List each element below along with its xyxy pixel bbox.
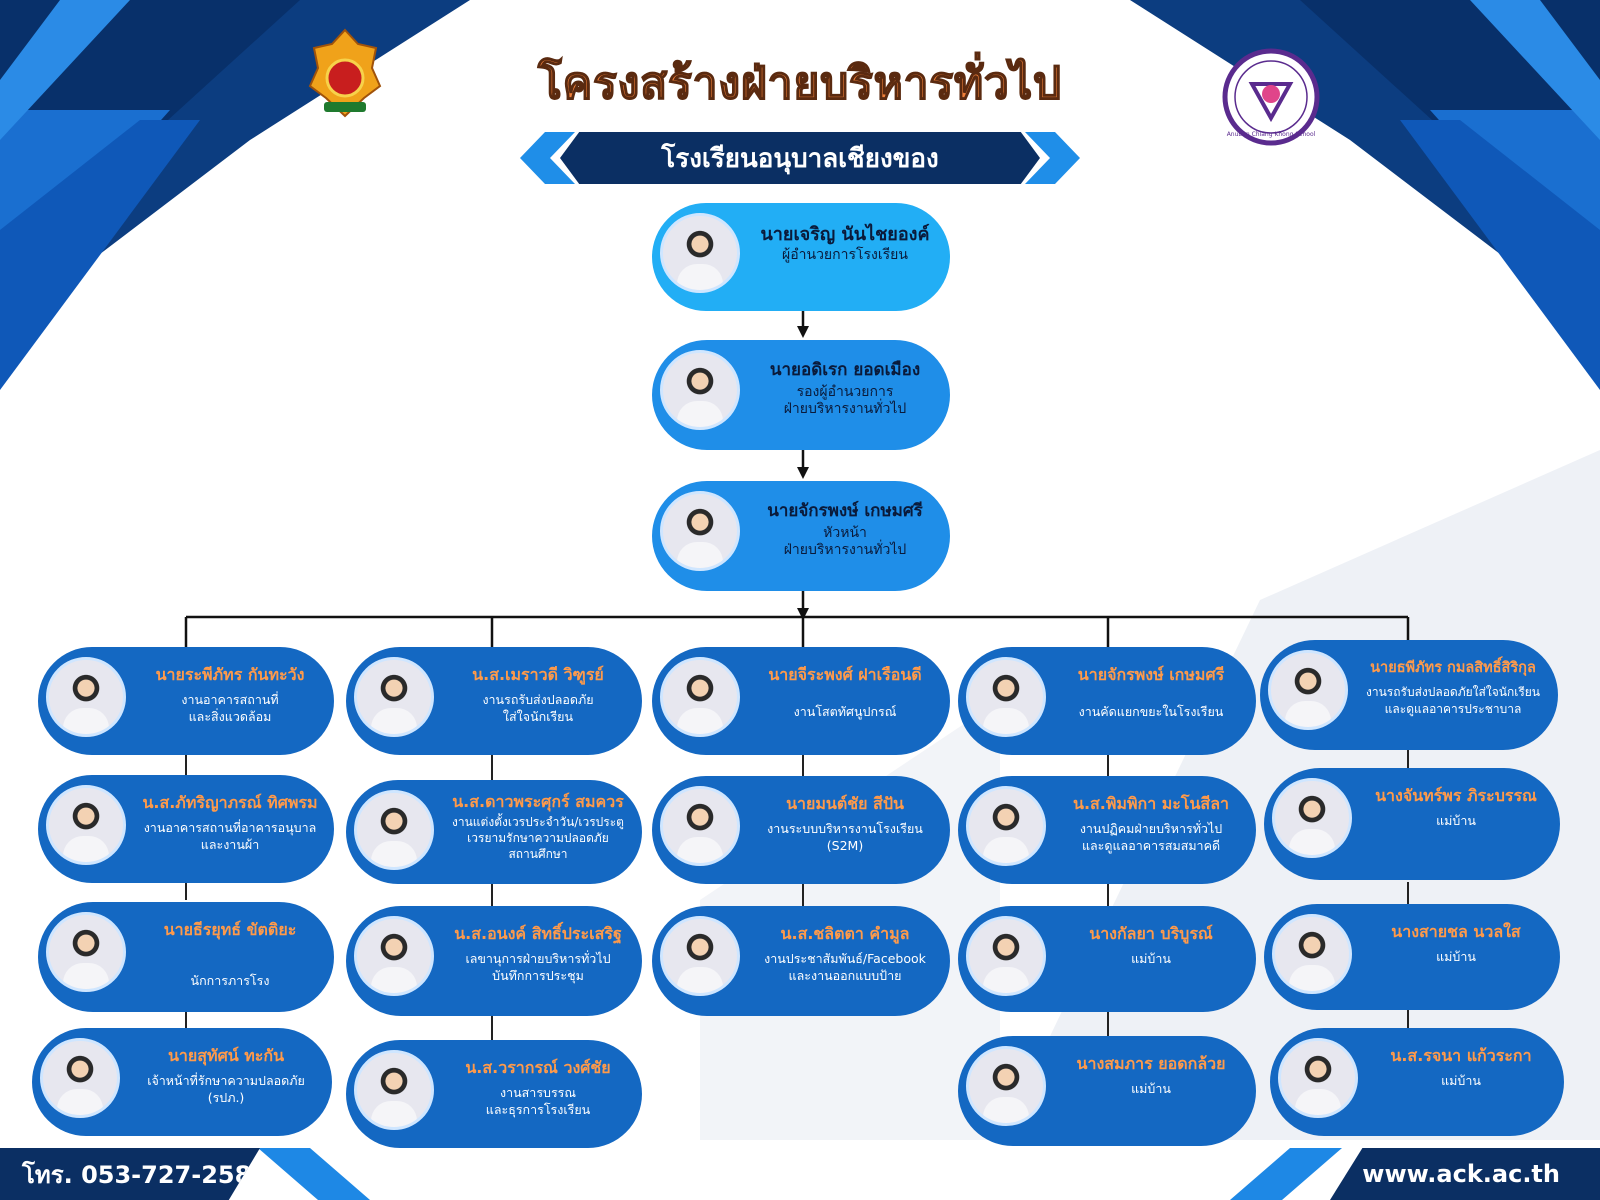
staff-photo (46, 657, 126, 737)
staff-photo (966, 786, 1046, 866)
staff-node: น.ส.วรากรณ์ วงศ์ชัย งานสารบรรณ และธุรการ… (346, 1040, 642, 1148)
person-name: น.ส.เมราวดี วิฑูรย์ (472, 665, 604, 684)
person-name: นายจีระพงศ์ ฝาเรือนดี (768, 665, 922, 684)
person-role: นักการภารโรง (190, 973, 270, 988)
staff-node: นางกัลยา บริบูรณ์ แม่บ้าน (958, 906, 1256, 1012)
staff-photo (966, 657, 1046, 737)
website-url: www.ack.ac.th (1330, 1148, 1600, 1200)
staff-node: น.ส.พิมพิกา มะโนสีลา งานปฏิคมฝ่ายบริหารท… (958, 776, 1256, 884)
staff-photo (46, 785, 126, 865)
staff-photo (966, 1046, 1046, 1126)
phone-number: โทร. 053-727-258 (0, 1148, 260, 1200)
staff-node: นายจีระพงศ์ ฝาเรือนดี งานโสตทัศนูปกรณ์ (652, 647, 950, 755)
deputy-director-node: นายอดิเรก ยอดเมือง รองผู้อำนวยการ ฝ่ายบร… (652, 340, 950, 450)
person-role: หัวหน้า ฝ่ายบริหารงานทั่วไป (783, 525, 907, 558)
department-head-photo (660, 491, 740, 571)
staff-node: น.ส.ดาวพระศุกร์ สมควร งานแต่งตั้งเวรประจ… (346, 780, 642, 884)
person-name: นายสุทัศน์ ทะกัน (167, 1046, 285, 1065)
staff-photo (354, 916, 434, 996)
person-role: งานแต่งตั้งเวรประจำวัน/เวรประตู เวรยามรั… (452, 815, 624, 861)
person-role: งานอาคารสถานที่ และสิ่งแวดล้อม (181, 692, 279, 724)
director-photo (660, 213, 740, 293)
person-name: นายมนต์ชัย สีปัน (786, 794, 904, 813)
staff-node: น.ส.เมราวดี วิฑูรย์ งานรถรับส่งปลอดภัย ใ… (346, 647, 642, 755)
person-name: นางกัลยา บริบูรณ์ (1089, 924, 1213, 943)
staff-node: นางจันทร์พร ภิระบรรณ แม่บ้าน (1264, 768, 1560, 880)
person-role: รองผู้อำนวยการ ฝ่ายบริหารงานทั่วไป (783, 384, 907, 417)
staff-photo (354, 657, 434, 737)
person-name: น.ส.ภัทริญาภรณ์ ทิศพรม (142, 793, 318, 812)
person-role: งานอาคารสถานที่อาคารอนุบาล และงานผ้า (143, 820, 317, 852)
person-role: งานรถรับส่งปลอดภัย ใส่ใจนักเรียน (482, 692, 594, 724)
person-name: นางจันทร์พร ภิระบรรณ (1375, 786, 1537, 805)
staff-photo (1272, 914, 1352, 994)
staff-node: นางสมภาร ยอดกล้วย แม่บ้าน (958, 1036, 1256, 1146)
person-name: นายเจริญ นันไชยองค์ (760, 224, 930, 245)
staff-photo (1272, 778, 1352, 858)
staff-photo (660, 657, 740, 737)
person-role: ผู้อำนวยการโรงเรียน (782, 247, 908, 263)
person-role: งานคัดแยกขยะในโรงเรียน (1078, 704, 1224, 719)
person-name: นายระพีภัทร กันทะวัง (155, 665, 305, 684)
staff-photo (46, 912, 126, 992)
person-name: น.ส.วรากรณ์ วงศ์ชัย (465, 1058, 611, 1077)
school-logo: Anuban Chiang Khong School (1222, 48, 1320, 146)
person-name: นางสายชล นวลใส (1391, 922, 1521, 941)
staff-photo (660, 786, 740, 866)
staff-node: น.ส.รจนา แก้วระกา แม่บ้าน (1270, 1028, 1564, 1136)
deputy-director-photo (660, 350, 740, 430)
person-name: นางสมภาร ยอดกล้วย (1076, 1054, 1226, 1073)
staff-node: นายระพีภัทร กันทะวัง งานอาคารสถานที่ และ… (38, 647, 334, 755)
staff-node: นายมนต์ชัย สีปัน งานระบบบริหารงานโรงเรีย… (652, 776, 950, 884)
person-role: งานโสตทัศนูปกรณ์ (793, 704, 897, 719)
person-role: งานรถรับส่งปลอดภัยใส่ใจนักเรียน และดูแลอ… (1366, 685, 1540, 716)
person-role: งานประชาสัมพันธ์/Facebook และงานออกแบบป้… (764, 951, 926, 983)
person-role: แม่บ้าน (1436, 813, 1476, 828)
staff-node: นายธีรยุทธ์ ขัตติยะ นักการภารโรง (38, 902, 334, 1012)
staff-node: น.ส.อนงค์ สิทธิ์ประเสริฐ เลขานุการฝ่ายบร… (346, 906, 642, 1016)
person-role: เลขานุการฝ่ายบริหารทั่วไป บันทึกการประชุ… (465, 951, 611, 983)
person-name: นายจักรพงษ์ เกษมศรี (767, 501, 923, 521)
person-name: นายธีรยุทธ์ ขัตติยะ (163, 920, 297, 939)
person-name: น.ส.ดาวพระศุกร์ สมควร (452, 792, 624, 811)
person-role: งานปฏิคมฝ่ายบริหารทั่วไป และดูแลอาคารสมส… (1079, 821, 1223, 853)
person-name: น.ส.พิมพิกา มะโนสีลา (1073, 794, 1229, 813)
person-role: แม่บ้าน (1131, 951, 1171, 966)
director-node: นายเจริญ นันไชยองค์ ผู้อำนวยการโรงเรียน (652, 203, 950, 311)
person-name: นายจักรพงษ์ เกษมศรี (1077, 665, 1225, 684)
staff-photo (966, 916, 1046, 996)
person-role: งานระบบบริหารงานโรงเรียน (S2M) (767, 821, 923, 853)
person-name: น.ส.รจนา แก้วระกา (1390, 1046, 1532, 1065)
staff-photo (1268, 650, 1348, 730)
staff-photo (660, 916, 740, 996)
person-role: งานสารบรรณ และธุรการโรงเรียน (485, 1085, 591, 1117)
person-role: แม่บ้าน (1436, 949, 1476, 964)
person-name: นายอดิเรก ยอดเมือง (769, 360, 921, 380)
staff-node: น.ส.ภัทริญาภรณ์ ทิศพรม งานอาคารสถานที่อา… (38, 775, 334, 883)
staff-node: นางสายชล นวลใส แม่บ้าน (1264, 904, 1560, 1010)
school-name-banner: โรงเรียนอนุบาลเชียงของ (560, 132, 1040, 184)
ministry-emblem-logo (308, 28, 382, 118)
person-role: แม่บ้าน (1131, 1081, 1171, 1096)
department-head-node: นายจักรพงษ์ เกษมศรี หัวหน้า ฝ่ายบริหารงา… (652, 481, 950, 591)
person-name: น.ส.อนงค์ สิทธิ์ประเสริฐ (454, 924, 622, 943)
person-name: นายธพีภัทร กมลสิทธิ์สิริกุล (1370, 660, 1536, 676)
staff-photo (1278, 1038, 1358, 1118)
staff-photo (40, 1038, 120, 1118)
staff-node: น.ส.ชลิตตา คำมูล งานประชาสัมพันธ์/Facebo… (652, 906, 950, 1016)
staff-node: นายธพีภัทร กมลสิทธิ์สิริกุล งานรถรับส่งป… (1260, 640, 1558, 750)
staff-photo (354, 1050, 434, 1130)
school-logo-text: Anuban Chiang Khong School (1227, 131, 1316, 138)
staff-photo (354, 790, 434, 870)
staff-node: นายจักรพงษ์ เกษมศรี งานคัดแยกขยะในโรงเรี… (958, 647, 1256, 755)
person-role: เจ้าหน้าที่รักษาความปลอดภัย (รปภ.) (147, 1073, 305, 1105)
staff-node: นายสุทัศน์ ทะกัน เจ้าหน้าที่รักษาความปลอ… (32, 1028, 332, 1136)
page-title: โครงสร้างฝ่ายบริหารทั่วไป (537, 57, 1062, 110)
person-name: น.ส.ชลิตตา คำมูล (780, 924, 910, 943)
person-role: แม่บ้าน (1441, 1073, 1481, 1088)
